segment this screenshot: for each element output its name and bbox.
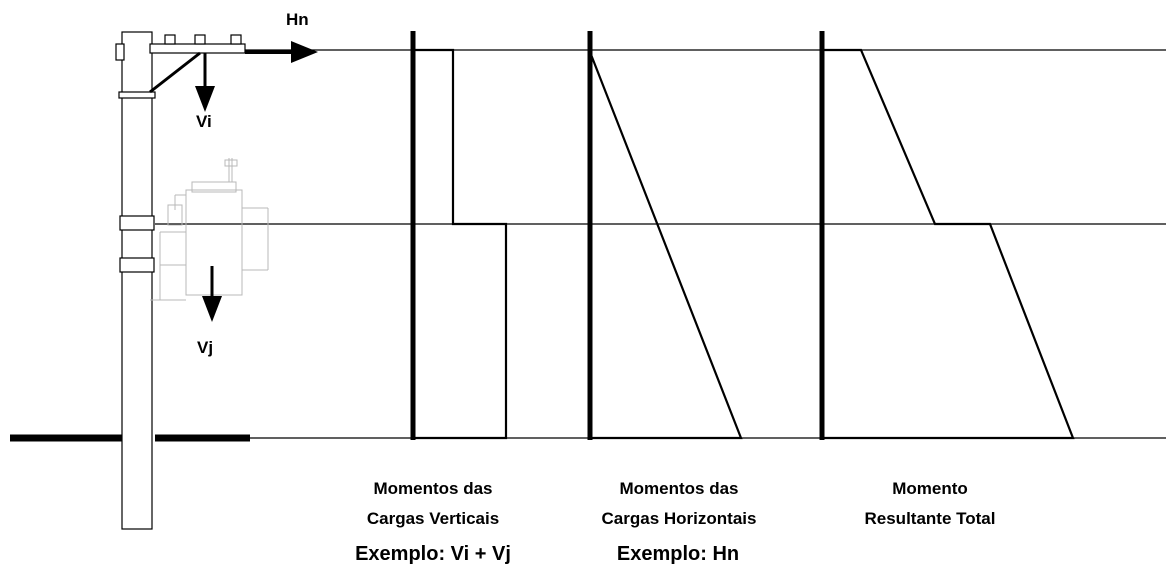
force-arrows — [195, 41, 318, 322]
caption-vertical-line2: Cargas Verticais — [367, 509, 499, 528]
utility-pole — [115, 31, 156, 530]
pole-band-transformer-1 — [119, 215, 155, 231]
pole-body — [121, 31, 153, 530]
vj-label: Vj — [197, 338, 213, 357]
crossarm-assembly — [149, 34, 246, 94]
insulator-1 — [164, 34, 176, 45]
hn-arrow-head — [291, 41, 318, 63]
total-resulting-moment-diagram — [819, 31, 1075, 440]
vi-label: Vi — [196, 112, 212, 131]
crossarm-brace — [149, 51, 201, 94]
example-horizontal: Exemplo: Hn — [617, 543, 739, 565]
pole-band-upper — [118, 91, 156, 99]
insulator-2 — [194, 34, 206, 45]
horizontal-loads-moment-diagram — [587, 31, 743, 440]
pole-top-clamp — [115, 43, 125, 61]
vertical-diagram-outline — [413, 48, 508, 440]
caption-total-line2: Resultante Total — [865, 509, 996, 528]
caption-total-line1: Momento — [892, 479, 968, 498]
caption-horizontal-line1: Momentos das — [619, 479, 738, 498]
total-diagram-outline — [822, 48, 1075, 440]
caption-vertical-line1: Momentos das — [373, 479, 492, 498]
pole-band-transformer-2 — [119, 257, 155, 273]
reference-lines — [155, 49, 1166, 439]
vi-arrow-head — [195, 86, 215, 112]
hn-label: Hn — [286, 10, 309, 29]
example-vertical: Exemplo: Vi + Vj — [355, 543, 511, 565]
transformer-icon — [150, 158, 269, 301]
insulator-3 — [230, 34, 242, 45]
horizontal-diagram-outline — [588, 51, 743, 440]
vertical-loads-moment-diagram — [410, 31, 508, 440]
caption-horizontal-line2: Cargas Horizontais — [602, 509, 757, 528]
vj-arrow-head — [202, 296, 222, 322]
crossarm — [149, 43, 246, 54]
